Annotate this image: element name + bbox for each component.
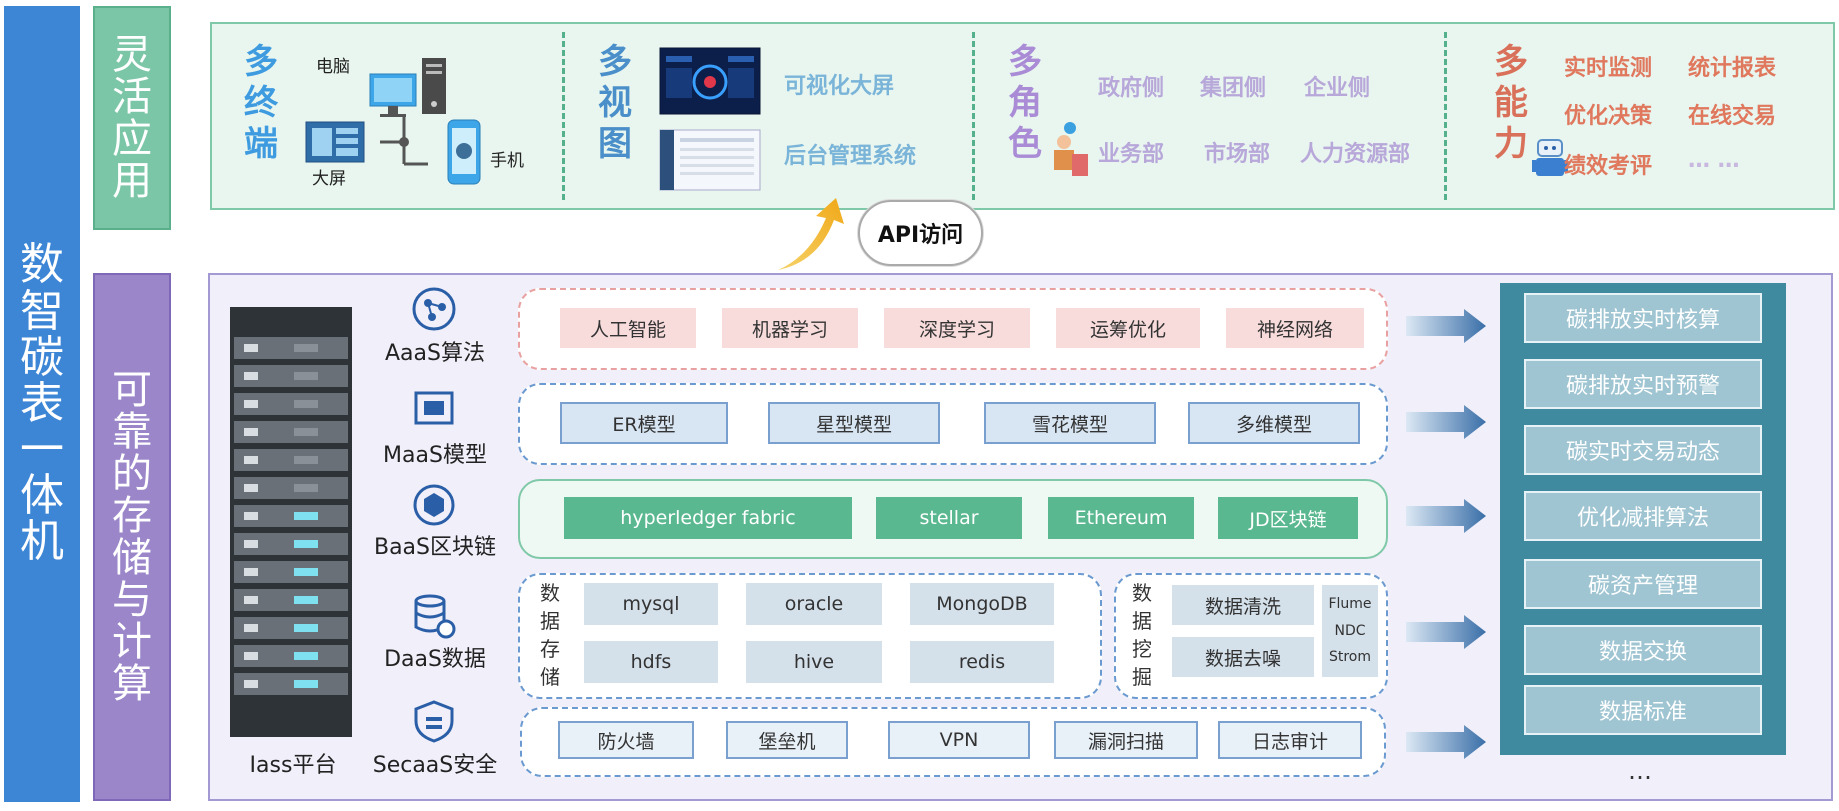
output-item: 优化减排算法 xyxy=(1524,491,1762,541)
algorithm-chip: 神经网络 xyxy=(1226,308,1364,348)
security-chip: 漏洞扫描 xyxy=(1054,721,1198,759)
model-icon xyxy=(414,391,454,425)
storage-chip: hive xyxy=(746,641,882,683)
main-title-bar: 数智碳 表一体 机 xyxy=(4,6,80,802)
ability-more: … … xyxy=(1688,148,1740,173)
blockchain-chip: JD区块链 xyxy=(1218,497,1358,539)
ability-monitoring: 实时监测 xyxy=(1564,56,1653,81)
roles-heading: 多角色 xyxy=(1008,42,1042,164)
daas-label: DaaS数据 xyxy=(384,647,486,672)
right-arrow-icon xyxy=(1406,725,1486,759)
separator xyxy=(562,32,565,200)
storage-chip: oracle xyxy=(746,583,882,625)
role-business-dept: 业务部 xyxy=(1098,142,1165,167)
output-item: 碳排放实时核算 xyxy=(1524,293,1762,343)
right-arrow-icon xyxy=(1406,405,1486,439)
role-hr-dept: 人力资源部 xyxy=(1300,142,1411,167)
data-mining-label: 数据 挖掘 xyxy=(1132,581,1152,689)
desktop-computer-icon xyxy=(369,58,446,117)
storage-compute-panel: Iass平台 AaaS算法 MaaS模型 BaaS区块链 DaaS数据 Seca… xyxy=(208,273,1833,801)
security-chip: VPN xyxy=(888,721,1030,759)
abilities-heading: 多能力 xyxy=(1494,42,1528,164)
security-chip: 堡垒机 xyxy=(726,721,848,759)
algorithm-chip: 人工智能 xyxy=(560,308,696,348)
algorithm-chip: 机器学习 xyxy=(722,308,858,348)
algorithm-chip: 深度学习 xyxy=(884,308,1030,348)
visual-screen-label: 可视化大屏 xyxy=(784,74,895,99)
iaas-label: Iass平台 xyxy=(249,753,337,778)
output-item: 碳实时交易动态 xyxy=(1524,425,1762,475)
maas-label: MaaS模型 xyxy=(383,443,487,468)
algorithm-chip: 运筹优化 xyxy=(1056,308,1200,348)
output-item: 数据交换 xyxy=(1524,625,1762,675)
data-storage-label: 数据 存储 xyxy=(540,581,560,689)
role-government: 政府侧 xyxy=(1098,76,1165,101)
office-worker-icon xyxy=(1054,122,1088,176)
views-heading: 多视图 xyxy=(598,42,632,164)
api-access-label: API访问 xyxy=(877,223,964,248)
database-icon xyxy=(414,594,456,639)
server-rack-icon xyxy=(230,307,352,737)
security-shield-icon xyxy=(414,700,454,743)
model-chip: 多维模型 xyxy=(1188,402,1360,444)
ability-reports: 统计报表 xyxy=(1688,56,1777,81)
separator xyxy=(972,32,975,200)
model-chip: 星型模型 xyxy=(768,402,940,444)
blockchain-chip: Ethereum xyxy=(1048,497,1194,539)
aaas-label: AaaS算法 xyxy=(385,341,485,366)
api-access-cloud: API访问 xyxy=(858,200,983,266)
algorithm-icon xyxy=(412,287,456,331)
output-item: 碳资产管理 xyxy=(1524,559,1762,609)
secaas-label: SecaaS安全 xyxy=(372,753,498,778)
security-chip: 防火墙 xyxy=(558,721,694,759)
right-arrow-icon xyxy=(1406,309,1486,343)
terminals-heading: 多终端 xyxy=(244,42,278,164)
right-arrow-icon xyxy=(1406,615,1486,649)
admin-system-screen-icon xyxy=(659,129,761,191)
model-chip: 雪花模型 xyxy=(984,402,1156,444)
mining-chip: 数据去噪 xyxy=(1172,637,1314,677)
storage-chip: redis xyxy=(910,641,1054,683)
role-enterprise: 企业侧 xyxy=(1304,76,1371,101)
right-arrow-icon xyxy=(1406,499,1486,533)
storage-chip: hdfs xyxy=(584,641,718,683)
phone-label: 手机 xyxy=(490,151,524,171)
admin-system-label: 后台管理系统 xyxy=(784,144,917,169)
network-connector-icon xyxy=(380,116,428,166)
ability-performance: 绩效考评 xyxy=(1564,154,1653,179)
separator xyxy=(1444,32,1447,200)
pc-label: 电脑 xyxy=(316,57,350,77)
role-group: 集团侧 xyxy=(1200,76,1267,101)
output-item: 数据标准 xyxy=(1524,685,1762,735)
big-screen-icon xyxy=(305,121,365,163)
apps-section-label: 灵活应用 xyxy=(93,6,171,230)
blockchain-chip: stellar xyxy=(876,497,1022,539)
blockchain-chip: hyperledger fabric xyxy=(564,497,852,539)
model-chip: ER模型 xyxy=(560,402,728,444)
baas-label: BaaS区块链 xyxy=(373,535,497,560)
robot-icon xyxy=(1532,139,1568,176)
storage-chip: MongoDB xyxy=(910,583,1054,625)
role-marketing-dept: 市场部 xyxy=(1204,142,1271,167)
api-arrow-icon xyxy=(778,198,844,270)
dashboard-screen-icon xyxy=(659,47,761,115)
blockchain-icon xyxy=(413,484,455,526)
ability-optimization: 优化决策 xyxy=(1564,104,1653,129)
applications-panel: 多终端 电脑 大屏 手机 多视图 xyxy=(210,22,1835,210)
screen-label: 大屏 xyxy=(312,169,346,189)
output-item: 碳排放实时预警 xyxy=(1524,359,1762,409)
ability-online-trading: 在线交易 xyxy=(1688,104,1777,129)
mining-chip: 数据清洗 xyxy=(1172,585,1314,625)
storage-chip: mysql xyxy=(584,583,718,625)
outputs-more: … xyxy=(1628,757,1652,785)
security-chip: 日志审计 xyxy=(1218,721,1362,759)
storage-section-label: 可靠的 存储与 计算 xyxy=(93,273,171,801)
mobile-phone-icon xyxy=(447,119,481,185)
